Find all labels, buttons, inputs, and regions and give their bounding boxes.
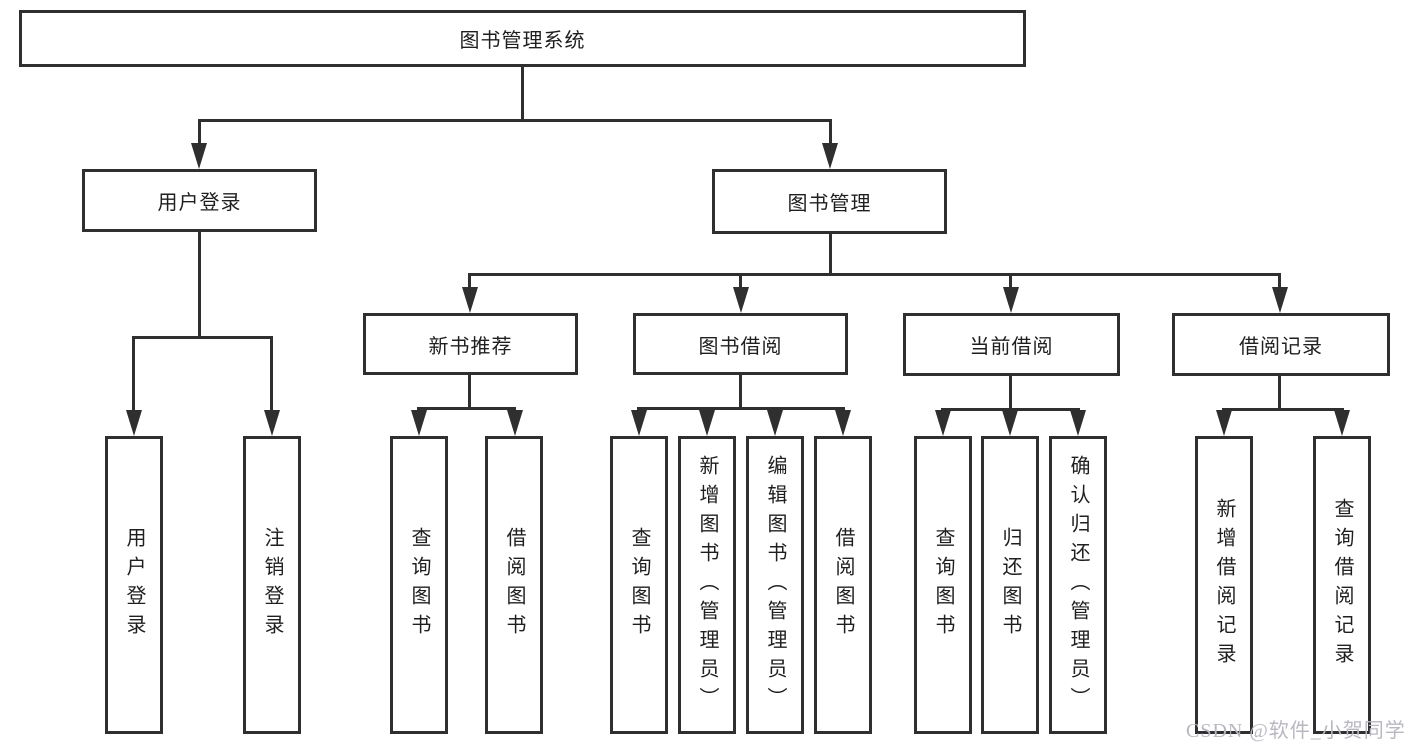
leaf-add-borrow-record: 新增借阅记录 [1195, 436, 1253, 734]
arrow-down-icon [1216, 410, 1232, 436]
leaf-label: 注销登录 [261, 527, 283, 643]
connector-user-login-horizontal [132, 336, 273, 339]
node-label: 借阅记录 [1239, 336, 1323, 358]
node-book-borrowing: 图书借阅 [633, 313, 848, 375]
arrow-down-icon [264, 410, 280, 436]
leaf-label: 查询图书 [932, 527, 954, 643]
node-label: 用户登录 [157, 192, 242, 214]
arrow-down-icon [507, 410, 523, 436]
leaf-label: 查询图书 [628, 527, 650, 643]
arrow-down-icon [1002, 410, 1018, 436]
node-new-book-recommend: 新书推荐 [363, 313, 578, 375]
node-label: 当前借阅 [969, 336, 1054, 358]
node-borrowing-records: 借阅记录 [1172, 313, 1390, 376]
connector-new-book-horizontal [417, 407, 516, 410]
leaf-user-login: 用户登录 [105, 436, 163, 734]
node-label: 图书借阅 [698, 335, 783, 358]
connector-to-new-book [468, 273, 471, 289]
arrow-down-icon [733, 287, 749, 313]
arrow-down-icon [767, 410, 783, 436]
arrow-down-icon [462, 287, 478, 313]
arrow-down-icon [1003, 287, 1019, 313]
connector-to-leaf [417, 407, 420, 412]
arrow-down-icon [126, 410, 142, 436]
node-user-login: 用户登录 [82, 169, 317, 232]
arrow-down-icon [935, 410, 951, 436]
leaf-edit-books-admin: 编辑图书（管理员） [746, 436, 804, 734]
leaf-logout: 注销登录 [243, 436, 301, 734]
connector-to-borrow-record [1278, 273, 1281, 289]
node-root-library-management-system: 图书管理系统 [19, 10, 1026, 67]
leaf-label: 新增借阅记录 [1213, 498, 1235, 672]
arrow-down-icon [822, 143, 838, 169]
leaf-label: 编辑图书（管理员） [764, 454, 786, 716]
leaf-label: 借阅图书 [832, 527, 854, 643]
connector-to-leaf-logout [270, 336, 273, 412]
connector-root-stub [521, 67, 524, 119]
connector-to-book-management [829, 119, 832, 145]
node-label: 图书管理 [787, 193, 872, 215]
leaf-label: 查询图书 [408, 527, 430, 643]
leaf-label: 确认归还（管理员） [1067, 454, 1089, 716]
leaf-add-books-admin: 新增图书（管理员） [678, 436, 736, 734]
node-label: 图书管理系统 [459, 30, 586, 52]
arrow-down-icon [699, 410, 715, 436]
csdn-watermark: CSDN @软件_小贺同学 [1186, 720, 1405, 742]
connector-book-borrow-stub [739, 375, 742, 407]
connector-level2-horizontal [468, 273, 1281, 276]
arrow-down-icon [835, 410, 851, 436]
leaf-query-books-borrowing: 查询图书 [610, 436, 668, 734]
connector-to-leaf [513, 407, 516, 412]
arrow-down-icon [631, 410, 647, 436]
connector-book-borrow-horizontal [637, 407, 845, 410]
connector-to-book-borrow [739, 273, 742, 289]
leaf-confirm-return-admin: 确认归还（管理员） [1049, 436, 1107, 734]
leaf-label: 用户登录 [123, 527, 145, 643]
connector-level1-horizontal [198, 119, 832, 122]
connector-borrow-record-horizontal [1222, 408, 1344, 411]
node-label: 新书推荐 [428, 335, 513, 358]
leaf-query-borrow-record: 查询借阅记录 [1313, 436, 1371, 734]
arrow-down-icon [1070, 410, 1086, 436]
connector-borrow-record-stub [1278, 376, 1281, 408]
leaf-query-books-current: 查询图书 [914, 436, 972, 734]
arrow-down-icon [1272, 287, 1288, 313]
leaf-label: 归还图书 [999, 527, 1021, 643]
arrow-down-icon [1334, 410, 1350, 436]
leaf-label: 借阅图书 [503, 527, 525, 643]
leaf-label: 新增图书（管理员） [696, 454, 718, 716]
connector-book-management-stub [829, 234, 832, 273]
leaf-return-books: 归还图书 [981, 436, 1039, 734]
connector-to-current-borrow [1009, 273, 1012, 289]
arrow-down-icon [411, 410, 427, 436]
arrow-down-icon [191, 143, 207, 169]
node-book-management: 图书管理 [712, 169, 947, 234]
connector-current-borrow-stub [1009, 376, 1012, 408]
connector-to-leaf-user-login [132, 336, 135, 412]
connector-user-login-stub [198, 232, 201, 336]
node-current-borrowing: 当前借阅 [903, 313, 1120, 376]
connector-current-borrow-horizontal [941, 408, 1080, 411]
leaf-query-books-recommend: 查询图书 [390, 436, 448, 734]
connector-new-book-stub [468, 375, 471, 407]
leaf-label: 查询借阅记录 [1331, 498, 1353, 672]
connector-to-user-login [198, 119, 201, 145]
leaf-borrow-books: 借阅图书 [814, 436, 872, 734]
leaf-borrow-books-recommend: 借阅图书 [485, 436, 543, 734]
